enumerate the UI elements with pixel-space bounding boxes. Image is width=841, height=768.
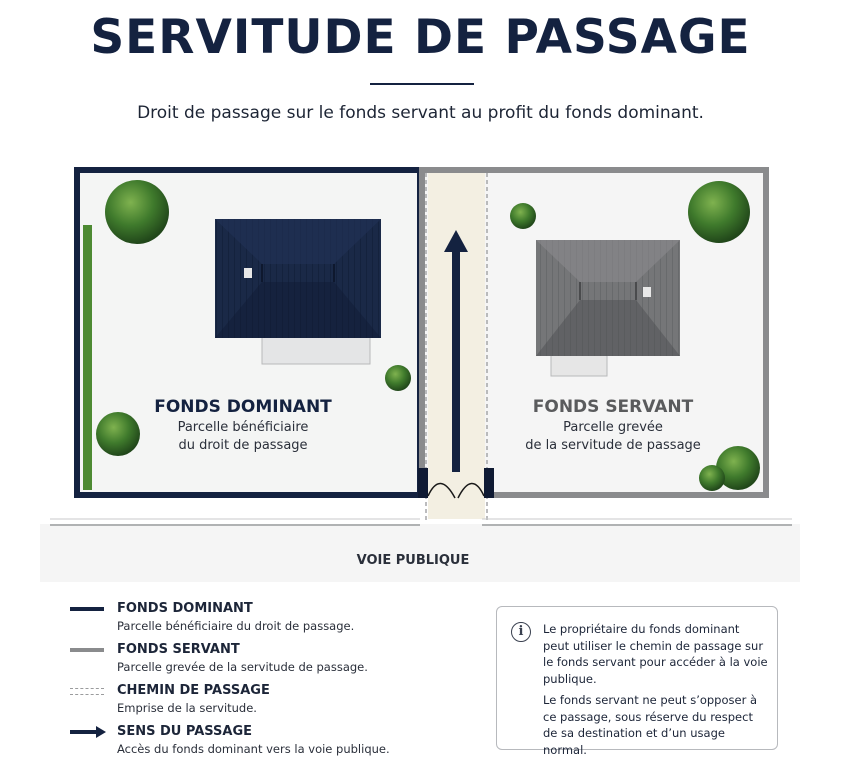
gate-post-right bbox=[484, 468, 494, 498]
info-text: Le propriétaire du fonds dominant peut u… bbox=[543, 621, 768, 763]
tree bbox=[385, 365, 411, 391]
info-icon: i bbox=[511, 622, 531, 642]
legend-swatch-solid-navy bbox=[70, 607, 104, 611]
legend-swatch-solid-gray bbox=[70, 648, 104, 652]
tree bbox=[699, 465, 725, 491]
legend-title: CHEMIN DE PASSAGE bbox=[117, 683, 270, 698]
legend-title: FONDS DOMINANT bbox=[117, 601, 253, 616]
info-paragraph-1: Le propriétaire du fonds dominant peut u… bbox=[543, 622, 768, 686]
info-box: i Le propriétaire du fonds dominant peut… bbox=[496, 606, 778, 757]
servant-house bbox=[536, 240, 680, 377]
legend-item-sens: SENS DU PASSAGE Accès du fonds dominant … bbox=[66, 723, 446, 764]
hedge bbox=[83, 225, 92, 490]
legend-item-servant: FONDS SERVANT Parcelle grevée de la serv… bbox=[66, 641, 446, 682]
legend-desc: Parcelle bénéficiaire du droit de passag… bbox=[117, 619, 355, 633]
tree bbox=[688, 181, 750, 243]
legend: FONDS DOMINANT Parcelle bénéficiaire du … bbox=[66, 600, 446, 764]
legend-desc: Accès du fonds dominant vers la voie pub… bbox=[117, 742, 390, 756]
passage-direction-arrow bbox=[452, 250, 460, 472]
tree bbox=[105, 180, 169, 244]
servant-line1: Parcelle grevée bbox=[563, 420, 663, 435]
title-underline bbox=[370, 83, 474, 85]
servant-heading: FONDS SERVANT bbox=[533, 397, 694, 417]
legend-desc: Parcelle grevée de la servitude de passa… bbox=[117, 660, 368, 674]
tree bbox=[716, 446, 760, 490]
page-title: SERVITUDE DE PASSAGE bbox=[90, 10, 751, 65]
servant-line2: de la servitude de passage bbox=[525, 438, 701, 453]
page-subtitle: Droit de passage sur le fonds servant au… bbox=[137, 103, 704, 123]
legend-item-dominant: FONDS DOMINANT Parcelle bénéficiaire du … bbox=[66, 600, 446, 641]
gate-leaf bbox=[457, 482, 485, 499]
legend-arrow-icon bbox=[70, 726, 106, 738]
dominant-heading: FONDS DOMINANT bbox=[154, 397, 332, 417]
plan-diagram: FONDS DOMINANT Parcelle bénéficiaire du … bbox=[40, 167, 800, 582]
passage-arrow-head bbox=[444, 230, 468, 252]
dominant-line1: Parcelle bénéficiaire bbox=[178, 420, 309, 435]
tree bbox=[96, 412, 140, 456]
legend-title: SENS DU PASSAGE bbox=[117, 724, 253, 739]
road-label: VOIE PUBLIQUE bbox=[357, 553, 470, 568]
legend-title: FONDS SERVANT bbox=[117, 642, 240, 657]
dominant-line2: du droit de passage bbox=[178, 438, 307, 453]
gate-post-left bbox=[418, 468, 428, 498]
gate-leaf bbox=[427, 482, 456, 499]
legend-item-chemin: CHEMIN DE PASSAGE Emprise de la servitud… bbox=[66, 682, 446, 723]
public-road bbox=[40, 524, 800, 582]
tree bbox=[510, 203, 536, 229]
dominant-house bbox=[215, 219, 381, 365]
info-paragraph-2: Le fonds servant ne peut s’opposer à ce … bbox=[543, 693, 758, 757]
legend-desc: Emprise de la servitude. bbox=[117, 701, 257, 715]
legend-swatch-dashed-gray bbox=[70, 688, 104, 695]
